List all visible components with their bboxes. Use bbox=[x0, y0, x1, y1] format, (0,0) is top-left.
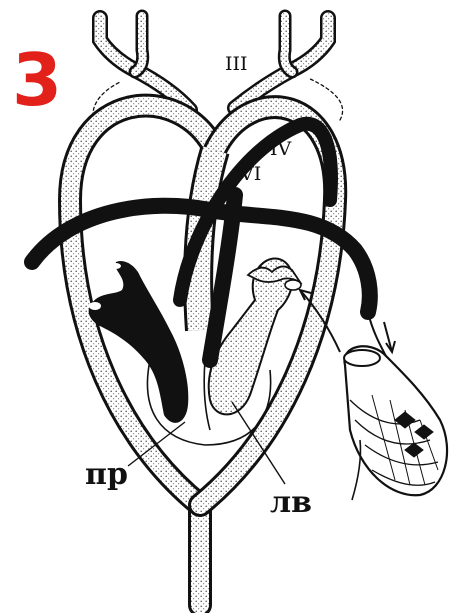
arch-label-sixth: VI bbox=[240, 165, 261, 184]
label-left-ventricle: лв bbox=[270, 488, 312, 518]
label-right-chamber: пр bbox=[85, 460, 128, 490]
arch-label-fourth: IV bbox=[270, 140, 291, 159]
figure-number: 3 bbox=[12, 40, 72, 120]
arch-label-third: III bbox=[225, 55, 248, 74]
lung-sac bbox=[344, 346, 447, 500]
